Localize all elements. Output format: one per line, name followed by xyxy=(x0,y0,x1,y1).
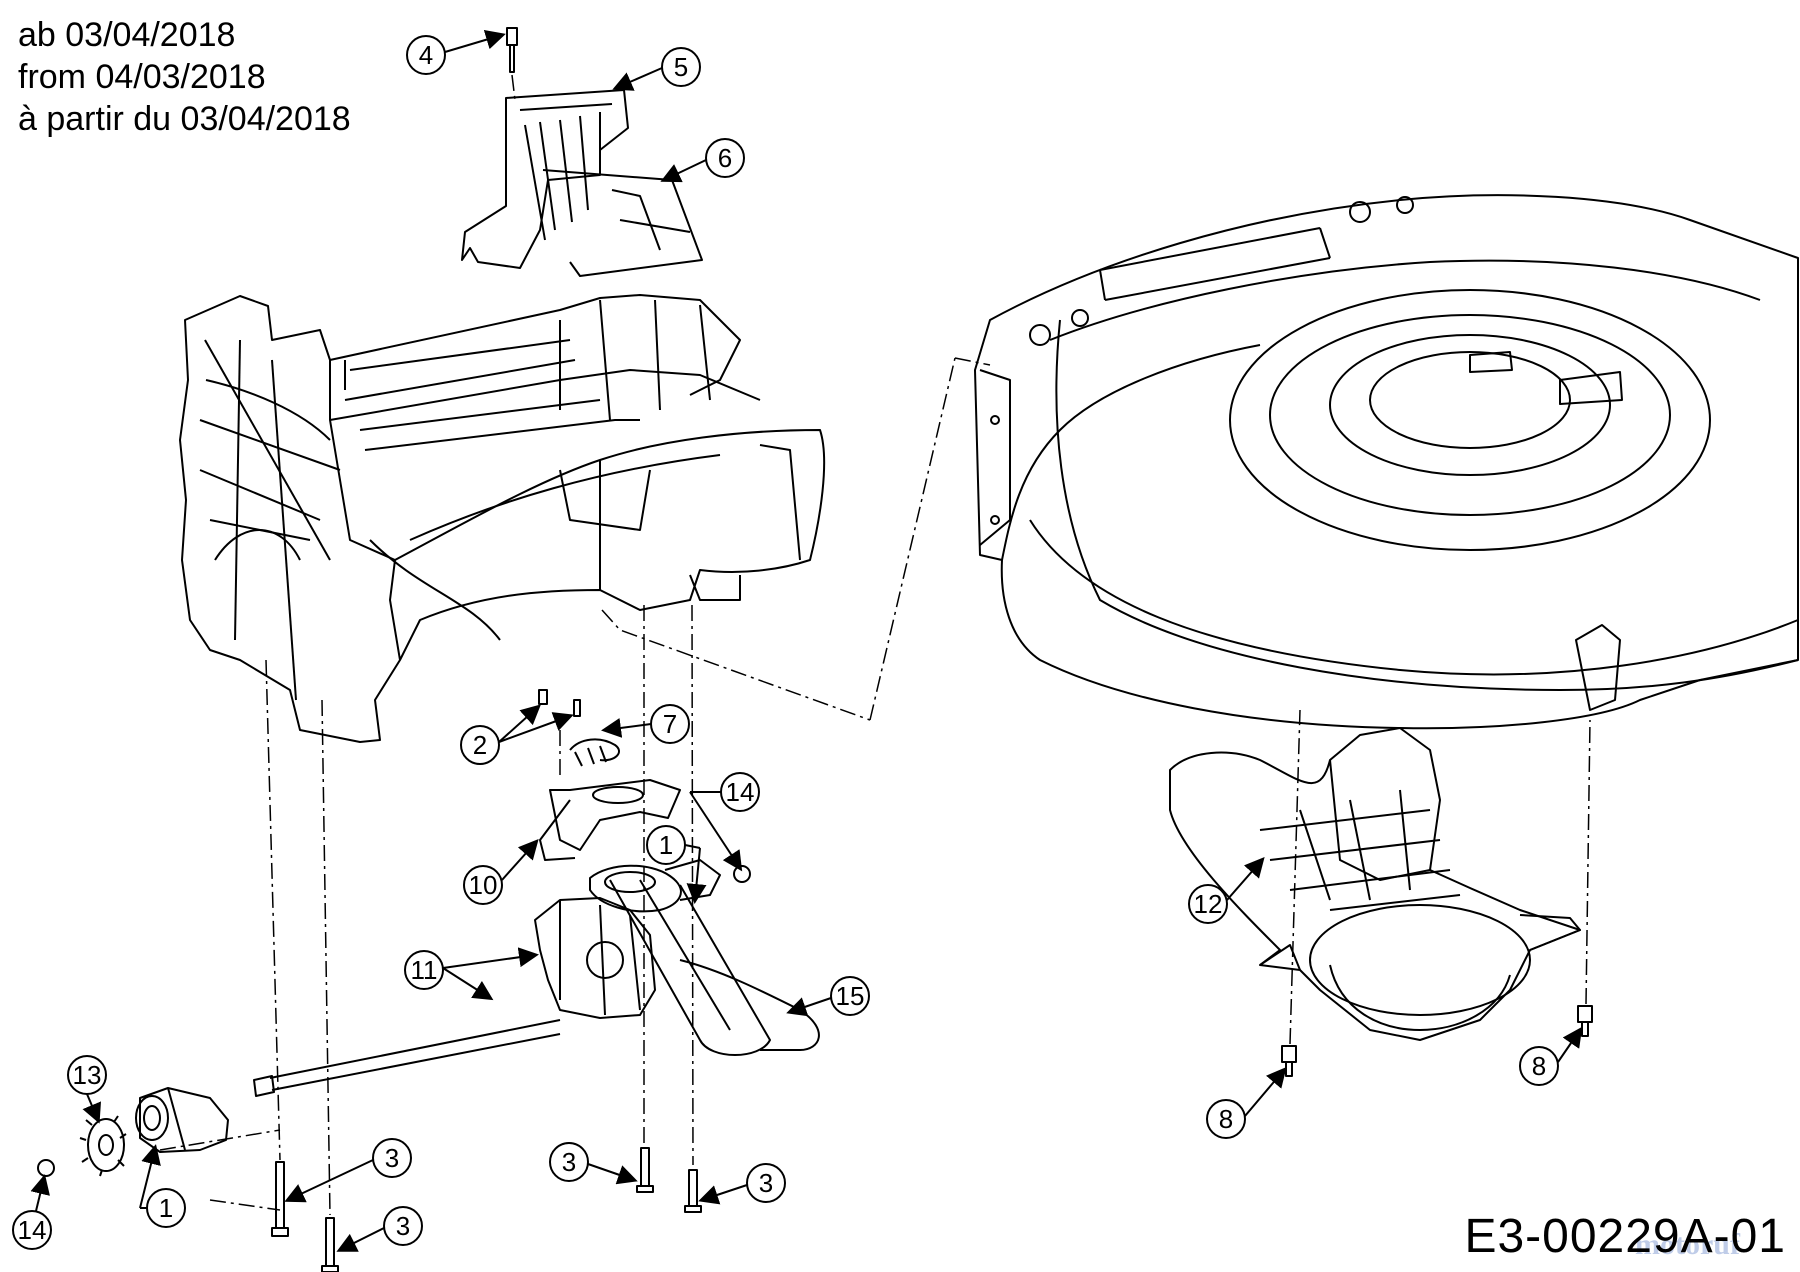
watermark-logo: motoruf xyxy=(1635,1228,1740,1261)
callout-12-text: 12 xyxy=(1194,889,1223,919)
callout-4-text: 4 xyxy=(419,40,433,70)
callout-1a: 1 xyxy=(646,825,707,904)
callout-8a-text: 8 xyxy=(1219,1104,1233,1134)
callout-3a: 3 xyxy=(284,1138,412,1203)
mower-deck xyxy=(974,194,1799,730)
callout-2-text: 2 xyxy=(473,730,487,760)
callout-13-text: 13 xyxy=(73,1060,102,1090)
validity-date-note: ab 03/04/2018 from 04/03/2018 à partir d… xyxy=(18,14,351,140)
callout-3b-text: 3 xyxy=(396,1211,410,1241)
callout-10-text: 10 xyxy=(469,870,498,900)
callout-3d: 3 xyxy=(698,1163,786,1205)
callout-15: 15 xyxy=(786,976,870,1017)
callout-15-text: 15 xyxy=(836,981,865,1011)
callout-14a: 14 xyxy=(689,772,760,872)
callout-14a-text: 14 xyxy=(726,777,755,807)
callout-6: 6 xyxy=(660,138,745,183)
callout-3b: 3 xyxy=(336,1206,423,1252)
axle-shaft xyxy=(253,1019,561,1097)
wheel-bearing-part xyxy=(135,1087,229,1153)
upper-frame-housing xyxy=(179,294,761,743)
callout-4: 4 xyxy=(406,29,506,75)
pinion-gear-part xyxy=(37,1115,127,1177)
callout-12: 12 xyxy=(1188,856,1265,924)
callout-14b-text: 14 xyxy=(18,1215,47,1245)
mulch-plug-part xyxy=(1169,727,1581,1041)
date-line-fr: à partir du 03/04/2018 xyxy=(18,100,351,138)
callout-11-text: 11 xyxy=(411,955,438,985)
callout-7: 7 xyxy=(601,704,690,744)
date-line-en: from 04/03/2018 xyxy=(18,58,266,96)
callout-labels: 4 5 6 2 7 14 1 10 11 15 13 1 14 3 3 3 3 … xyxy=(12,29,1583,1252)
callout-1b: 1 xyxy=(139,1144,186,1228)
callout-2: 2 xyxy=(460,704,574,765)
callout-8a: 8 xyxy=(1206,1066,1287,1139)
callout-13: 13 xyxy=(67,1055,107,1124)
callout-10: 10 xyxy=(463,839,539,905)
callout-3a-text: 3 xyxy=(385,1143,399,1173)
assembly-guide-lines xyxy=(159,74,1591,1216)
drawing-number: E3-00229A-01 xyxy=(1464,1210,1786,1263)
callout-8b: 8 xyxy=(1519,1026,1583,1086)
callout-5: 5 xyxy=(612,47,701,91)
callout-1b-text: 1 xyxy=(159,1193,173,1223)
callout-3c: 3 xyxy=(549,1142,638,1185)
callout-8b-text: 8 xyxy=(1532,1051,1546,1081)
callout-14b: 14 xyxy=(12,1174,52,1250)
rear-deflector-shell xyxy=(369,429,826,661)
callout-3c-text: 3 xyxy=(562,1147,576,1177)
date-line-de: ab 03/04/2018 xyxy=(18,16,236,54)
bolt-parts xyxy=(271,27,1593,1272)
callout-11: 11 xyxy=(404,947,539,1001)
callout-5-text: 5 xyxy=(674,52,688,82)
callout-1a-text: 1 xyxy=(659,830,673,860)
gearbox-assembly xyxy=(534,738,820,1056)
callout-3d-text: 3 xyxy=(759,1168,773,1198)
callout-7-text: 7 xyxy=(663,709,677,739)
handle-bracket-part xyxy=(461,89,703,277)
callout-6-text: 6 xyxy=(718,143,732,173)
